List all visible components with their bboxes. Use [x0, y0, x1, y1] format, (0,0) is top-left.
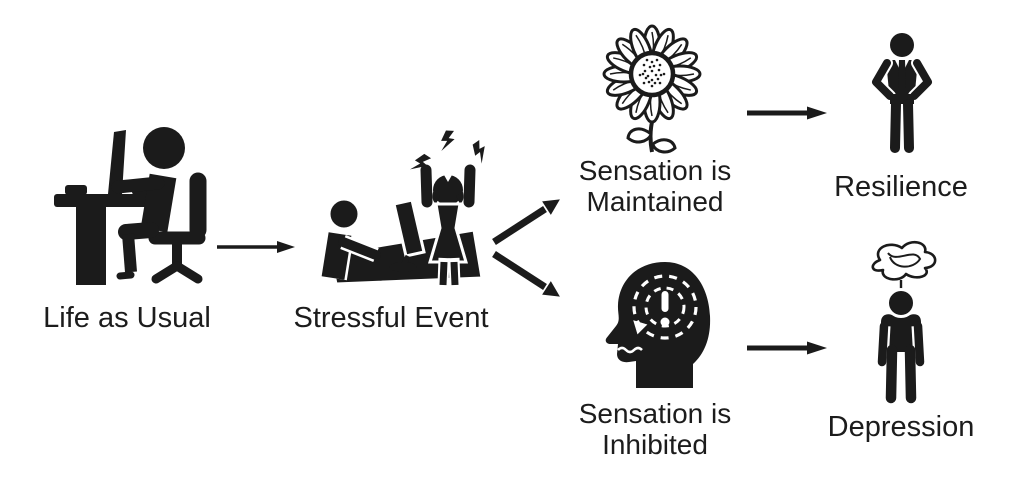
arrow-fork-stress-to-branches — [492, 199, 560, 297]
monitor-shape — [108, 130, 126, 194]
slumped-person-tangled-thoughts-icon — [871, 240, 937, 404]
exclamation-mark — [660, 291, 670, 327]
stressed-coworkers-at-desk-icon — [319, 130, 485, 286]
arrow-life-to-stress — [217, 241, 295, 253]
label-depression: Depression — [827, 411, 975, 443]
label-resilience: Resilience — [834, 171, 968, 203]
label-sensation-maintained: Sensation is Maintained — [578, 155, 732, 217]
head-with-suppressed-alert-icon — [605, 262, 711, 388]
wavy-mouth-line — [617, 346, 643, 354]
person-working-at-desk-icon — [54, 127, 207, 285]
arrow-stress-to-maintained — [492, 199, 560, 245]
arrow-maintained-to-resilience — [747, 106, 827, 120]
label-life-as-usual: Life as Usual — [43, 302, 211, 334]
tilted-monitor-shape — [392, 198, 426, 258]
label-stressful-event: Stressful Event — [293, 302, 489, 334]
arrow-inhibited-to-depression — [747, 341, 827, 355]
label-sensation-inhibited: Sensation is Inhibited — [578, 398, 732, 460]
confident-person-icon — [871, 33, 933, 153]
sunflower-icon — [602, 24, 702, 154]
sunflower-seed-dots — [638, 58, 666, 88]
necktie-shape — [898, 60, 906, 94]
dashed-spiral-outer — [632, 274, 698, 340]
arrow-stress-to-inhibited — [492, 251, 560, 297]
tangled-thoughts-scribble — [871, 240, 937, 293]
